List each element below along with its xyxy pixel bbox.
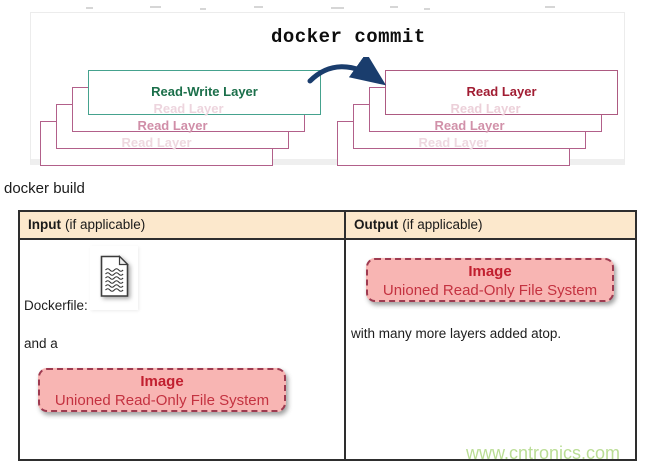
and-a-label: and a — [24, 336, 58, 351]
io-table: Input(if applicable) Output(if applicabl… — [18, 210, 637, 461]
cropped-text-remnant — [86, 7, 93, 9]
cropped-text-remnant — [254, 6, 263, 8]
image-box-output: Image Unioned Read-Only File System — [366, 258, 614, 302]
layer-box-out-front — [385, 70, 618, 115]
image-box-title: Image — [140, 373, 184, 390]
output-note: with many more layers added atop. — [351, 326, 562, 341]
layer-label-read-3: Read Layer — [137, 118, 208, 133]
image-box-title: Image — [468, 263, 512, 280]
layer-box-read-write — [88, 70, 321, 115]
input-header-bold: Input — [28, 217, 61, 232]
layer-label-out-front: Read Layer — [466, 84, 537, 99]
layer-label-out-3: Read Layer — [434, 118, 505, 133]
image-box-input: Image Unioned Read-Only File System — [38, 368, 286, 412]
image-box-subtitle: Unioned Read-Only File System — [54, 392, 270, 409]
image-box-subtitle: Unioned Read-Only File System — [382, 282, 598, 299]
layer-label-read-2: Read Layer — [153, 101, 224, 116]
layer-label-out-4: Read Layer — [418, 135, 489, 150]
watermark: www.cntronics.com — [466, 443, 621, 463]
cropped-text-remnant — [424, 8, 430, 10]
dockerfile-icon-panel — [90, 246, 138, 310]
output-header-rest: (if applicable) — [402, 217, 483, 232]
build-heading: docker build — [4, 180, 85, 197]
column-divider — [344, 212, 346, 459]
cropped-text-remnant — [390, 6, 398, 8]
layer-label-out-2: Read Layer — [450, 101, 521, 116]
header-divider — [20, 238, 635, 240]
curved-right-arrow-icon — [307, 57, 387, 86]
cropped-text-remnant — [150, 6, 161, 8]
layer-label-read-write: Read-Write Layer — [151, 84, 258, 99]
input-header: Input (if applicable) — [20, 212, 344, 238]
layer-label-read-4: Read Layer — [121, 135, 192, 150]
cropped-text-remnant — [200, 8, 206, 10]
output-header: Output(if applicable) — [346, 212, 635, 238]
input-header-rest: (if applicable) — [65, 217, 146, 232]
cropped-text-remnant — [331, 7, 344, 9]
output-header-bold: Output — [354, 217, 399, 232]
cropped-text-remnant — [545, 6, 555, 8]
dockerfile-label: Dockerfile: — [24, 298, 88, 313]
dockerfile-icon — [100, 255, 129, 297]
commit-title: docker commit — [271, 26, 426, 48]
